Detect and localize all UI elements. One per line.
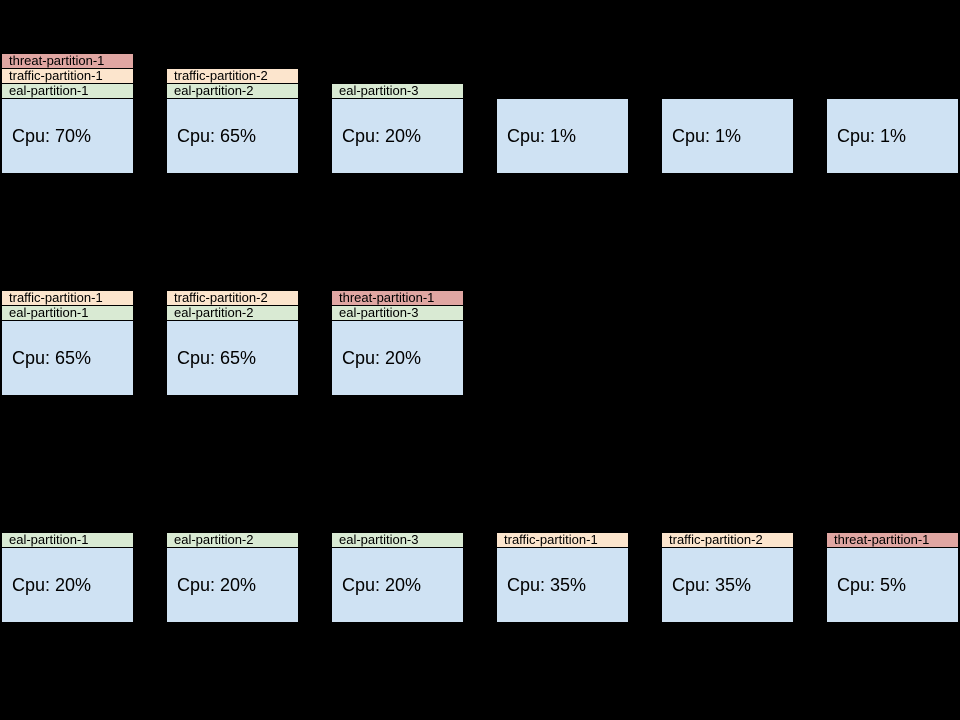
cpu-usage-label: Cpu: 65% bbox=[177, 347, 257, 368]
cpu-usage-label: Cpu: 5% bbox=[837, 574, 907, 595]
threat-partition-strip: threat-partition-1 bbox=[332, 291, 463, 306]
compute-node: Cpu: 1% bbox=[661, 98, 794, 174]
cpu-usage-label: Cpu: 65% bbox=[177, 125, 257, 146]
node-body: Cpu: 1% bbox=[662, 99, 793, 173]
traffic-partition-strip: traffic-partition-2 bbox=[167, 69, 298, 84]
eal-partition-strip: eal-partition-2 bbox=[167, 533, 298, 548]
cpu-usage-label: Cpu: 1% bbox=[672, 125, 742, 146]
cpu-usage-label: Cpu: 20% bbox=[342, 347, 422, 368]
eal-partition-strip: eal-partition-1 bbox=[2, 306, 133, 321]
eal-partition-strip: eal-partition-2 bbox=[167, 306, 298, 321]
node-body: Cpu: 1% bbox=[827, 99, 958, 173]
eal-partition-strip: eal-partition-3 bbox=[332, 533, 463, 548]
cpu-usage-label: Cpu: 1% bbox=[507, 125, 577, 146]
cpu-usage-label: Cpu: 20% bbox=[342, 125, 422, 146]
node-body: Cpu: 5% bbox=[827, 548, 958, 622]
node-body: Cpu: 20% bbox=[332, 321, 463, 395]
node-body: Cpu: 20% bbox=[2, 548, 133, 622]
cpu-usage-label: Cpu: 1% bbox=[837, 125, 907, 146]
cpu-usage-label: Cpu: 35% bbox=[672, 574, 752, 595]
node-body: Cpu: 65% bbox=[167, 321, 298, 395]
traffic-partition-strip: traffic-partition-1 bbox=[497, 533, 628, 548]
cpu-usage-label: Cpu: 20% bbox=[342, 574, 422, 595]
node-body: Cpu: 20% bbox=[167, 548, 298, 622]
cpu-usage-label: Cpu: 35% bbox=[507, 574, 587, 595]
compute-node: Cpu: 1% bbox=[496, 98, 629, 174]
eal-partition-strip: eal-partition-3 bbox=[332, 306, 463, 321]
threat-partition-strip: threat-partition-1 bbox=[2, 54, 133, 69]
traffic-partition-strip: traffic-partition-1 bbox=[2, 69, 133, 84]
compute-node: Cpu: 1% bbox=[826, 98, 959, 174]
node-body: Cpu: 70% bbox=[2, 99, 133, 173]
node-body: Cpu: 1% bbox=[497, 99, 628, 173]
traffic-partition-strip: traffic-partition-2 bbox=[662, 533, 793, 548]
threat-partition-strip: threat-partition-1 bbox=[827, 533, 958, 548]
node-body: Cpu: 65% bbox=[167, 99, 298, 173]
eal-partition-strip: eal-partition-2 bbox=[167, 84, 298, 99]
cpu-usage-label: Cpu: 20% bbox=[177, 574, 257, 595]
node-body: Cpu: 20% bbox=[332, 99, 463, 173]
cpu-usage-label: Cpu: 20% bbox=[12, 574, 92, 595]
traffic-partition-strip: traffic-partition-2 bbox=[167, 291, 298, 306]
node-body: Cpu: 20% bbox=[332, 548, 463, 622]
cpu-usage-label: Cpu: 70% bbox=[12, 125, 92, 146]
eal-partition-strip: eal-partition-1 bbox=[2, 533, 133, 548]
node-body: Cpu: 35% bbox=[662, 548, 793, 622]
node-body: Cpu: 35% bbox=[497, 548, 628, 622]
eal-partition-strip: eal-partition-3 bbox=[332, 84, 463, 99]
node-body: Cpu: 65% bbox=[2, 321, 133, 395]
eal-partition-strip: eal-partition-1 bbox=[2, 84, 133, 99]
traffic-partition-strip: traffic-partition-1 bbox=[2, 291, 133, 306]
cpu-usage-label: Cpu: 65% bbox=[12, 347, 92, 368]
